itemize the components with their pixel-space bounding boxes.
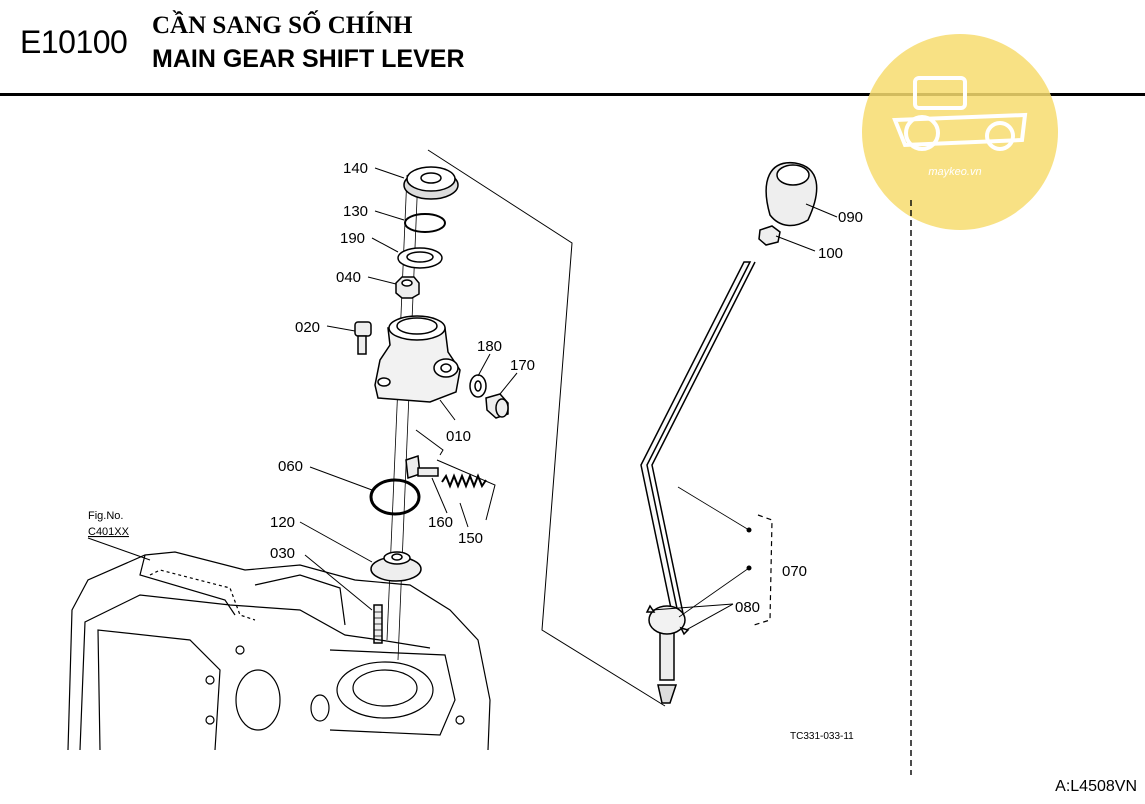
leader-lines [87, 167, 838, 631]
label-020: 020 [295, 319, 320, 336]
part-120-boot [370, 551, 422, 582]
label-090: 090 [838, 209, 863, 226]
fig-ref-label: Fig.No. [88, 510, 123, 522]
label-170: 170 [510, 357, 535, 374]
part-010-housing [374, 315, 461, 403]
label-030: 030 [270, 545, 295, 562]
label-160: 160 [428, 514, 453, 531]
fig-ref-number: C401XX [88, 526, 130, 538]
label-180: 180 [477, 338, 502, 355]
transmission-case [67, 551, 491, 751]
part-040-nut [395, 276, 420, 299]
tractor-icon [892, 76, 1028, 151]
page-reference: A:L4508VN [1055, 778, 1137, 795]
label-100: 100 [818, 245, 843, 262]
part-160-pin [405, 454, 439, 480]
part-020-bolt [354, 321, 372, 355]
label-060: 060 [278, 458, 303, 475]
label-130: 130 [343, 203, 368, 220]
label-040: 040 [336, 269, 361, 286]
group-bracket [753, 514, 773, 626]
title-vietnamese: CẦN SANG SỐ CHÍNH [152, 12, 413, 39]
part-170-plug [485, 393, 509, 419]
watermark-text: maykeo.vn [928, 166, 981, 178]
label-070: 070 [782, 563, 807, 580]
label-190: 190 [340, 230, 365, 247]
reference-outline [427, 149, 666, 707]
label-010: 010 [446, 428, 471, 445]
header-rule [0, 93, 1145, 96]
part-070-lever-rod [640, 261, 756, 704]
part-060-o-ring [369, 478, 421, 516]
title-english: MAIN GEAR SHIFT LEVER [152, 45, 465, 73]
label-140: 140 [343, 160, 368, 177]
part-130-snap-ring [404, 213, 446, 233]
part-190-washer [397, 247, 443, 269]
label-080: 080 [735, 599, 760, 616]
section-code: E10100 [20, 24, 128, 60]
drawing-number: TC331-033-11 [790, 731, 854, 742]
watermark-logo: maykeo.vn [862, 34, 1058, 230]
label-150: 150 [458, 530, 483, 547]
part-140-cap [403, 166, 459, 200]
part-180-washer [469, 374, 487, 398]
part-090-knob [765, 162, 818, 227]
label-120: 120 [270, 514, 295, 531]
part-100-nut [758, 225, 781, 246]
part-150-spring [441, 473, 487, 489]
part-030-stud [373, 604, 383, 644]
